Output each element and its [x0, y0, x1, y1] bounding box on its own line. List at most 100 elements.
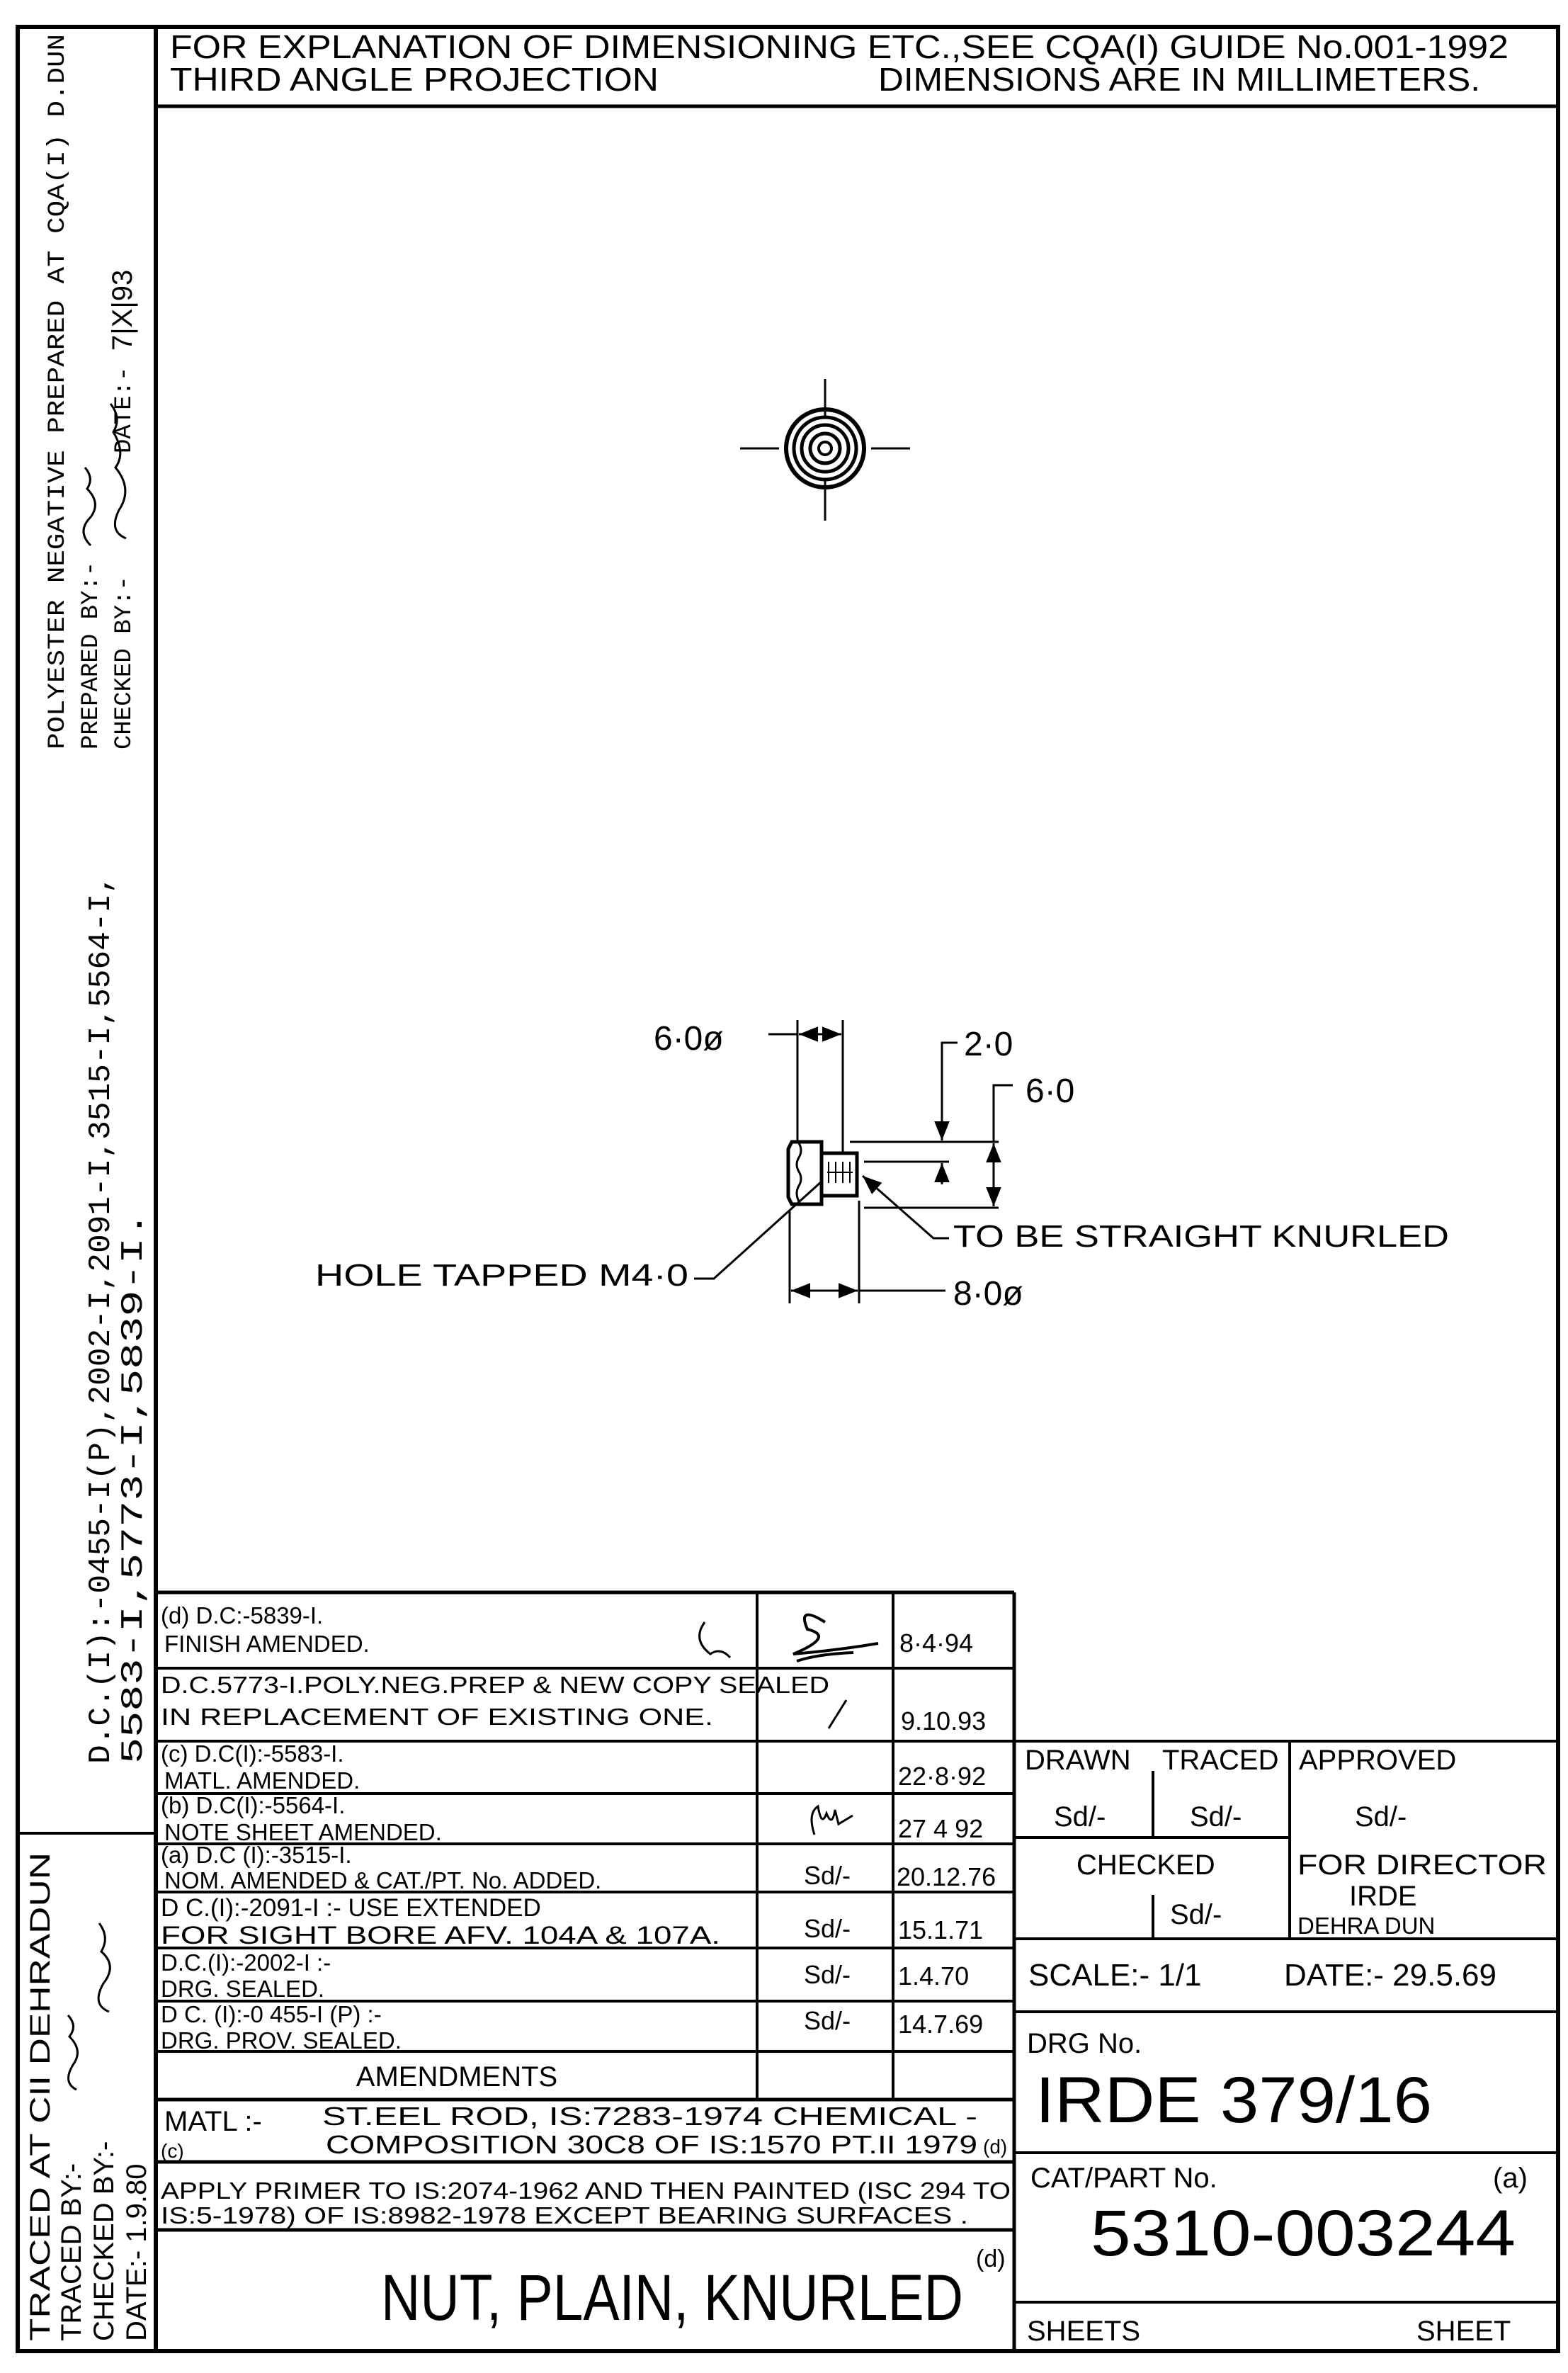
left-margin-notes: POLYESTER NEGATIVE PREPARED AT CQA(I) D.… [25, 34, 152, 2341]
material-mark-c: (c) [161, 2140, 184, 2162]
amendment-signature [792, 1613, 879, 1663]
checked-by-label: CHECKED BY:- [111, 576, 138, 749]
amendments-table-grid [156, 1590, 1558, 2351]
amendment-line2: MATL. AMENDED. [164, 1767, 360, 1794]
drawing-number: IRDE 379/16 [1035, 2064, 1432, 2136]
part-title: NUT, PLAIN, KNURLED [381, 2262, 963, 2334]
amendment-line2: NOTE SHEET AMENDED. [164, 1819, 442, 1845]
amendment-signature [827, 1699, 848, 1729]
drg-no-label: DRG No. [1027, 2028, 1142, 2059]
amendment-sign: Sd/- [804, 1960, 851, 1989]
scale-value: SCALE:- 1/1 [1028, 1958, 1202, 1993]
hole-tapped-note: HOLE TAPPED M4·0 [315, 1258, 688, 1293]
dehra-dun-label: DEHRA DUN [1297, 1913, 1435, 1939]
side-view: 6·0ø 2·0 6·0 8·0ø HOLE TAPPED M4·0 TO BE… [315, 1020, 1449, 1313]
dc-list-line1: D.C.(I):-0455-I(P),2002-I,2091-I,3515-I,… [84, 875, 119, 1764]
amendment-row: D C. (I):-0 455-I (P) :- DRG. PROV. SEAL… [161, 2001, 983, 2054]
traced-by-signature [67, 2014, 79, 2091]
thread-hatch [827, 1162, 853, 1183]
material-line1: ST.EEL ROD, IS:7283-1974 CHEMICAL - [322, 2102, 977, 2131]
amendment-date: 1.4.70 [898, 1961, 969, 1990]
approved-label: APPROVED [1299, 1745, 1456, 1776]
hole-leader [694, 1180, 823, 1280]
dim-label-6-0-dia: 6·0ø [654, 1020, 724, 1058]
dim-label-6-0: 6·0 [1026, 1072, 1074, 1110]
dimensioning-note: FOR EXPLANATION OF DIMENSIONING ETC.,SEE… [170, 28, 1509, 65]
material-label: MATL :- [164, 2106, 262, 2137]
amendment-date: 20.12.76 [897, 1862, 996, 1891]
prepared-by-label: PREPARED BY:- [78, 562, 105, 749]
dim-label-8-0-dia: 8·0ø [953, 1275, 1023, 1313]
amendment-row: (b) D.C(I):-5564-I. NOTE SHEET AMENDED. … [161, 1792, 983, 1845]
knurl-note: TO BE STRAIGHT KNURLED [953, 1219, 1449, 1254]
polyester-date-value: 7|X|93 [107, 270, 138, 351]
traced-checked-by-label: CHECKED BY:- [89, 2141, 120, 2341]
amendment-line1: (a) D.C (I):-3515-I. [161, 1842, 352, 1868]
amendment-sign: Sd/- [804, 1861, 851, 1890]
material-line2: COMPOSITION 30C8 OF IS:1570 PT.II 1979 [326, 2130, 977, 2159]
drawn-label: DRAWN [1025, 1745, 1131, 1776]
prepared-by-signature [82, 467, 96, 547]
cat-part-mark: (a) [1493, 2163, 1528, 2194]
frame-lines [16, 25, 1560, 2353]
amendment-date: 9.10.93 [901, 1706, 986, 1735]
header-notes: FOR EXPLANATION OF DIMENSIONING ETC.,SEE… [170, 28, 1509, 98]
finish-spec: APPLY PRIMER TO IS:2074-1962 AND THEN PA… [161, 2177, 1011, 2228]
material-mark-d: (d) [983, 2136, 1007, 2158]
amendment-line1: (c) D.C(I):-5583-I. [161, 1740, 344, 1767]
amendment-date: 27 4 92 [898, 1814, 983, 1843]
knurl-leader [862, 1174, 949, 1240]
cat-part-no-label: CAT/PART No. [1030, 2163, 1217, 2194]
irde-label: IRDE [1349, 1881, 1417, 1912]
amendment-line2: DRG. PROV. SEALED. [161, 2027, 402, 2054]
amendment-line2: FINISH AMENDED. [164, 1631, 370, 1657]
traced-sign: Sd/- [1190, 1801, 1242, 1833]
knurled-head [786, 1140, 824, 1206]
amendment-line1: (d) D.C:-5839-I. [161, 1602, 323, 1629]
checked-by-signature [109, 403, 127, 540]
traced-checked-by-signature [97, 1922, 111, 2013]
amendment-line1: D.C.5773-I.POLY.NEG.PREP & NEW COPY SEAL… [161, 1672, 829, 1698]
for-director-label: FOR DIRECTOR [1297, 1850, 1547, 1881]
traced-at-note: TRACED AT CII DEHRADUN [25, 1852, 56, 2341]
amendment-line2: DRG. SEALED. [161, 1976, 324, 2002]
amendment-date: 22·8·92 [898, 1762, 986, 1791]
amendment-line1: (b) D.C(I):-5564-I. [161, 1792, 345, 1818]
top-view [740, 379, 910, 521]
amendment-row: (c) D.C(I):-5583-I. MATL. AMENDED. 22·8·… [161, 1740, 986, 1794]
title-block-grid [1014, 1741, 1558, 2304]
amendment-date: 15.1.71 [898, 1915, 983, 1944]
knurl-pattern [795, 1143, 802, 1202]
amendment-row: (a) D.C (I):-3515-I. NOM. AMENDED & CAT.… [161, 1842, 996, 1893]
amendments-heading: AMENDMENTS [356, 2061, 557, 2092]
amendment-line1: D C.(I):-2091-I :- USE EXTENDED [161, 1894, 541, 1922]
amendment-row: D.C.5773-I.POLY.NEG.PREP & NEW COPY SEAL… [161, 1672, 986, 1735]
polyester-negative-note: POLYESTER NEGATIVE PREPARED AT CQA(I) D.… [45, 34, 72, 749]
amendment-line1: D.C.(I):-2002-I :- [161, 1949, 331, 1976]
amendment-sign: Sd/- [804, 1914, 851, 1943]
traced-by-label: TRACED BY:- [56, 2163, 87, 2341]
shoulder [819, 1151, 859, 1198]
amendment-date: 14.7.69 [898, 2010, 983, 2039]
amendment-line2: FOR SIGHT BORE AFV. 104A & 107A. [161, 1922, 720, 1949]
material-spec: MATL :- (c) ST.EEL ROD, IS:7283-1974 CHE… [161, 2102, 1007, 2162]
initials-signature [698, 1621, 732, 1659]
finish-line2: IS:5-1978) OF IS:8982-1978 EXCEPT BEARIN… [161, 2202, 968, 2228]
approved-sign: Sd/- [1355, 1801, 1407, 1833]
title-mark: (d) [976, 2245, 1006, 2272]
amendment-row: D C.(I):-2091-I :- USE EXTENDED FOR SIGH… [161, 1894, 983, 1949]
sheets-label: SHEETS [1027, 2316, 1140, 2347]
amendment-row: D.C.(I):-2002-I :- DRG. SEALED. Sd/- 1.4… [161, 1949, 969, 2002]
units-note: DIMENSIONS ARE IN MILLIMETERS. [878, 61, 1480, 98]
projection-note: THIRD ANGLE PROJECTION [170, 61, 659, 98]
dc-list-line2: 5583-I,5773-I,5839-I. [116, 1211, 152, 1764]
cat-part-number: 5310-003244 [1091, 2197, 1516, 2270]
sheet-label: SHEET [1416, 2316, 1511, 2347]
amendment-date: 8·4·94 [899, 1629, 973, 1658]
drawn-sign: Sd/- [1054, 1801, 1106, 1833]
traced-date: DATE:- 1.9.80 [121, 2164, 152, 2341]
drawing-date: DATE:- 29.5.69 [1284, 1958, 1496, 1993]
title-block: DRAWN TRACED APPROVED Sd/- Sd/- Sd/- CHE… [1025, 1745, 1547, 2347]
